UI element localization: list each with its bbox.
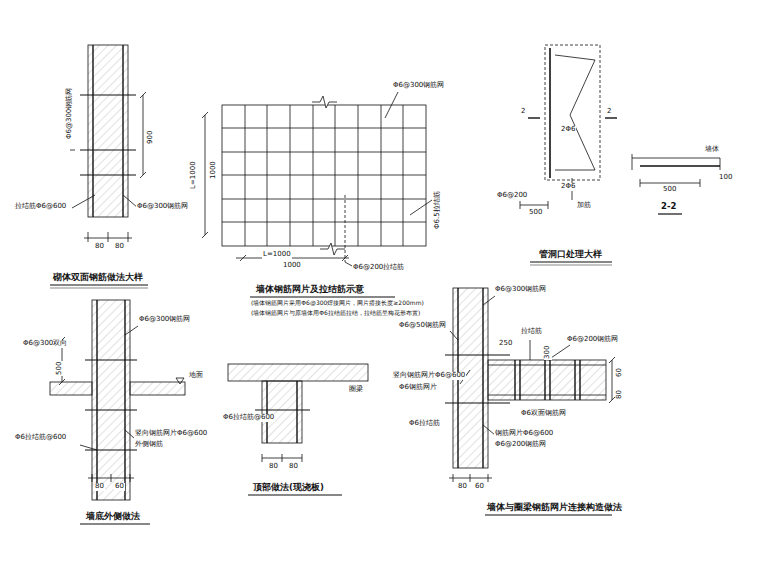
annotation-label: Φ6@200 xyxy=(496,192,528,200)
annotation-label: L=1000 xyxy=(262,251,292,259)
detail-title: 墙体钢筋网片及拉结筋示意 xyxy=(255,285,365,294)
annotation-label: 圈梁 xyxy=(348,386,364,394)
annotation-label: 2Φ6 xyxy=(560,183,576,191)
annotation-label: 拉结筋 xyxy=(520,328,543,336)
annotation-label: 80 xyxy=(94,243,105,251)
annotation-label: 竖向钢筋网片Φ6@600 xyxy=(134,430,208,438)
detail-title: 墙体与圈梁钢筋网片连接构造做法 xyxy=(486,503,623,512)
annotation-label: 60 xyxy=(474,483,485,491)
annotation-label: Φ6拉结筋@600 xyxy=(14,434,67,442)
mesh-grid xyxy=(202,92,432,297)
annotation-label: 2Φ6 xyxy=(560,126,576,134)
annotation-label: Φ6双面钢筋网 xyxy=(520,410,567,418)
annotation-label: Φ6@200钢筋网 xyxy=(566,336,619,344)
annotation-label: Φ6@300双向 xyxy=(22,340,68,348)
annotation-label: 竖向钢筋网片Φ6@600 xyxy=(392,372,466,380)
annotation-label: Φ6@200钢筋网 xyxy=(494,441,547,449)
annotation-label: Φ6钢筋网片 xyxy=(398,384,438,392)
annotation-label: 1000 xyxy=(282,262,302,270)
annotation-label: Φ6@300钢筋网 xyxy=(136,203,189,211)
annotation-label: 500 xyxy=(662,186,677,194)
section-2-2 xyxy=(632,154,720,214)
annotation-label: 80 xyxy=(114,243,125,251)
annotation-label: 500 xyxy=(528,209,543,217)
annotation-label: 500 xyxy=(56,361,64,376)
annotation-label: L=1000 xyxy=(190,160,198,190)
annotation-label: (墙体钢筋网片采用Φ6@300焊接网片，网片搭接长度≥200mm) xyxy=(250,300,425,307)
annotation-label: 拉结筋Φ6@600 xyxy=(14,203,67,211)
annotation-label: 100 xyxy=(718,174,733,182)
annotation-label: 60 xyxy=(616,367,624,378)
annotation-label: 80 xyxy=(616,389,624,400)
annotation-label: 60 xyxy=(114,483,125,491)
annotation-label: 2 xyxy=(520,108,526,116)
annotation-label: Φ6拉结筋@600 xyxy=(222,414,275,422)
annotation-label: 300 xyxy=(544,345,552,360)
detail-title: 顶部做法(现浇板) xyxy=(252,483,325,492)
annotation-label: Φ6@200拉结筋 xyxy=(352,264,405,272)
detail-title: 墙底外侧做法 xyxy=(85,512,141,521)
annotation-label: Φ6.5拉结筋 xyxy=(434,190,442,230)
annotation-label: 墙体 xyxy=(704,146,720,154)
wall-beam-detail xyxy=(445,288,615,515)
annotation-label: 钢筋网片Φ6@600 xyxy=(494,430,554,438)
annotation-label: 250 xyxy=(498,340,513,348)
annotation-label: 80 xyxy=(94,483,105,491)
annotation-label: 加筋 xyxy=(576,202,592,210)
annotation-label: Φ6@300钢筋网 xyxy=(392,82,445,90)
wall-section xyxy=(50,45,148,288)
detail-title: 管洞口处理大样 xyxy=(538,250,603,259)
annotation-label: 2 xyxy=(606,108,612,116)
annotation-label: 80 xyxy=(288,463,299,471)
annotation-label: Φ6拉结筋 xyxy=(408,420,441,428)
annotation-label: Φ6@300钢筋网 xyxy=(494,286,547,294)
pipe-opening-detail xyxy=(520,45,617,265)
annotation-label: 1000 xyxy=(210,160,218,180)
annotation-label: Φ6@300钢筋网 xyxy=(66,87,74,140)
annotation-label: 80 xyxy=(268,463,279,471)
annotation-label: 外侧钢筋 xyxy=(134,441,164,449)
annotation-label: (墙体钢筋网片与原墙体用Φ6拉结筋拉结，拉结筋呈梅花形布置) xyxy=(250,310,421,317)
annotation-label: 80 xyxy=(457,483,468,491)
detail-title: 2-2 xyxy=(660,202,677,211)
slab-top-detail xyxy=(228,364,368,495)
annotation-label: 地面 xyxy=(188,372,204,380)
annotation-label: 900 xyxy=(147,130,155,145)
annotation-label: Φ6@50钢筋网 xyxy=(398,322,447,330)
detail-title: 砌体双面钢筋做法大样 xyxy=(52,273,144,282)
annotation-label: Φ6@300钢筋网 xyxy=(138,316,191,324)
wall-base-detail xyxy=(50,300,185,524)
